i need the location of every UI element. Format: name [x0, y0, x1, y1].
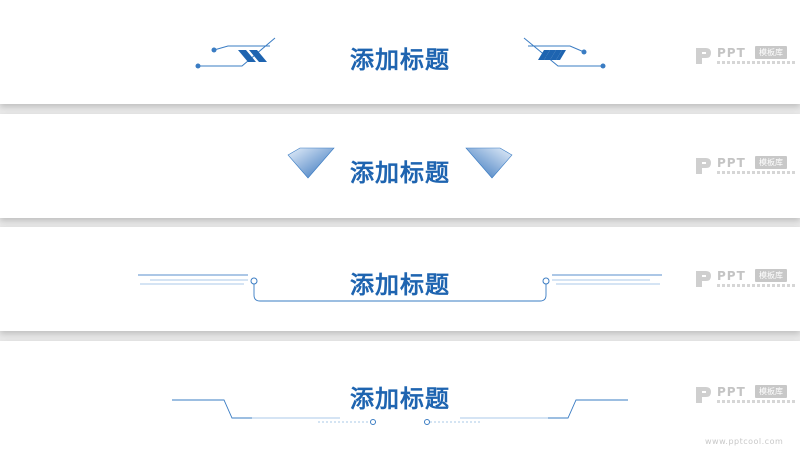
banner-title[interactable]: 添加标题 — [350, 159, 450, 187]
watermark-ppt: PPT — [717, 269, 746, 283]
ppt-logo-icon — [696, 387, 711, 403]
watermark-tag: 模板库 — [755, 269, 787, 282]
watermark-subtitle — [717, 400, 795, 403]
title-banner-1: 添加标题 PPT 模板库 — [0, 0, 800, 104]
watermark-logo: PPT 模板库 — [693, 155, 795, 181]
banner-title[interactable]: 添加标题 — [350, 46, 450, 74]
watermark-logo: PPT 模板库 — [693, 45, 795, 71]
watermark-subtitle — [717, 171, 795, 174]
watermark-ppt: PPT — [717, 46, 746, 60]
banner-title[interactable]: 添加标题 — [350, 385, 450, 413]
watermark-tag: 模板库 — [755, 156, 787, 169]
tech-decoration-1 — [195, 37, 606, 69]
watermark-ppt: PPT — [717, 385, 746, 399]
title-banner-3: 添加标题 PPT 模板库 — [0, 227, 800, 331]
ppt-logo-icon — [696, 48, 711, 64]
watermark-url: www.pptcool.com — [705, 437, 784, 446]
tech-decoration-2 — [120, 147, 680, 179]
ppt-logo-icon — [696, 158, 711, 174]
tech-decoration-4 — [172, 399, 628, 425]
watermark-subtitle — [717, 61, 795, 64]
watermark-tag: 模板库 — [755, 46, 787, 59]
tech-decoration-3 — [138, 274, 662, 302]
watermark-logo: PPT 模板库 — [693, 384, 795, 410]
ppt-logo-icon — [696, 271, 711, 287]
title-banner-2: 添加标题 PPT 模板库 — [0, 114, 800, 218]
watermark-tag: 模板库 — [755, 385, 787, 398]
watermark-ppt: PPT — [717, 156, 746, 170]
banner-title[interactable]: 添加标题 — [350, 271, 450, 299]
watermark-subtitle — [717, 284, 795, 287]
watermark-logo: PPT 模板库 — [693, 268, 795, 294]
title-banner-4: 添加标题 PPT 模板库 www.pptcool.com — [0, 341, 800, 450]
